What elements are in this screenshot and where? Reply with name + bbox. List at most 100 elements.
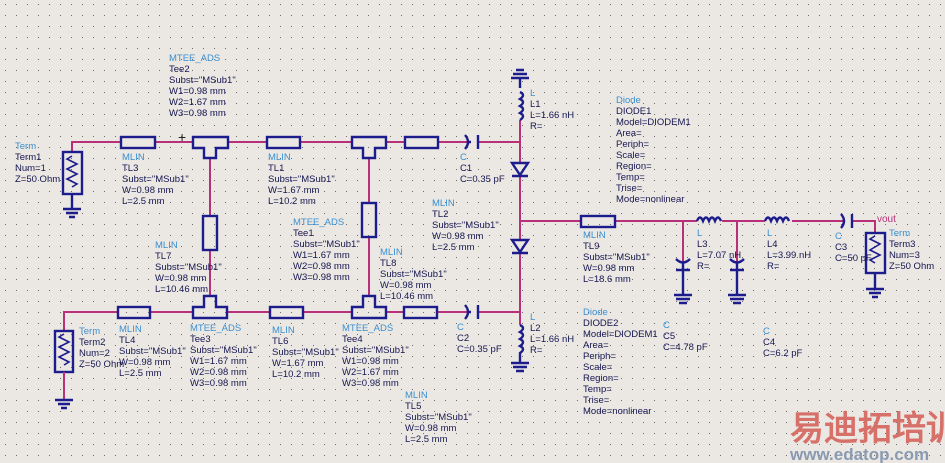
component-param: Num=1 (15, 163, 46, 174)
component-param: W1=0.98 mm (342, 356, 399, 367)
component-type: MLIN (583, 230, 606, 241)
inductor-l2[interactable] (517, 323, 525, 362)
mlin-tl3[interactable] (119, 135, 157, 150)
component-param: L=3.99 nH (767, 250, 811, 261)
capacitor-c4[interactable] (729, 258, 745, 295)
component-param: Tee3 (190, 334, 211, 345)
diode-diode2[interactable] (509, 238, 531, 255)
component-param: Trise= (616, 183, 643, 194)
term3[interactable] (864, 231, 887, 288)
component-param: Mode=nonlinear (616, 194, 684, 205)
component-param: Subst="MSub1" (405, 412, 472, 423)
component-type: Term (79, 326, 100, 337)
term2[interactable] (53, 329, 75, 400)
ground-icon (511, 361, 529, 373)
component-type: C (763, 326, 770, 337)
capacitor-c5[interactable] (675, 258, 691, 295)
component-type: C (663, 320, 670, 331)
term1[interactable] (61, 150, 84, 208)
component-param: L=2.5 mm (405, 434, 448, 445)
component-type: C (835, 231, 842, 242)
mtee-tee4[interactable] (350, 294, 388, 320)
component-param: Subst="MSub1" (293, 239, 360, 250)
net-label-vout: vout (877, 214, 896, 225)
component-param: W=0.98 mm (155, 273, 207, 284)
component-param: Periph= (583, 351, 616, 362)
inductor-l4[interactable] (763, 216, 791, 225)
grid-dots (5, 4, 941, 456)
mtee-tee1[interactable] (350, 135, 388, 160)
component-param: Subst="MSub1" (380, 269, 447, 280)
component-param: TL5 (405, 401, 421, 412)
mlin-tl7[interactable] (201, 214, 219, 252)
mlin-tl1[interactable] (265, 135, 302, 150)
mlin-tl8[interactable] (360, 201, 378, 239)
component-type: C (457, 322, 464, 333)
component-param: Subst="MSub1" (119, 346, 186, 357)
component-param: Subst="MSub1" (155, 262, 222, 273)
component-type: MLIN (380, 247, 403, 258)
component-type: MLIN (122, 152, 145, 163)
component-param: Region= (616, 161, 652, 172)
component-type: MTEE_ADS (169, 53, 220, 64)
component-param: W=0.98 mm (380, 280, 432, 291)
component-param: Subst="MSub1" (122, 174, 189, 185)
inductor-l1[interactable] (517, 90, 525, 121)
component-param: C=6.2 pF (763, 348, 803, 359)
capacitor-c1[interactable] (464, 134, 480, 150)
mlin-tl4[interactable] (116, 305, 152, 320)
mlin-tl2[interactable] (403, 135, 440, 150)
mlin-tl5[interactable] (402, 305, 439, 320)
cursor-crosshair: + (178, 129, 186, 145)
component-param: W=0.98 mm (405, 423, 457, 434)
component-param: Tee1 (293, 228, 314, 239)
watermark-url: www.edatop.com (789, 445, 929, 463)
component-param: Subst="MSub1" (432, 220, 499, 231)
diode-diode1[interactable] (509, 161, 531, 178)
component-param: Scale= (583, 362, 613, 373)
inductor-l3[interactable] (695, 216, 723, 225)
component-type: Diode (583, 307, 608, 318)
capacitor-c2[interactable] (464, 304, 480, 320)
ground-icon (674, 293, 692, 305)
capacitor-c3[interactable] (840, 213, 854, 229)
mlin-tl9[interactable] (579, 214, 617, 229)
component-param: Num=2 (79, 348, 110, 359)
mtee-tee3[interactable] (191, 294, 229, 320)
component-param: W3=0.98 mm (169, 108, 226, 119)
watermark-chinese: 易迪拓培训 (790, 410, 945, 448)
component-param: W3=0.98 mm (293, 272, 350, 283)
mlin-tl6[interactable] (268, 305, 305, 320)
component-type: Term (15, 141, 36, 152)
component-param: Subst="MSub1" (583, 252, 650, 263)
component-param: TL3 (122, 163, 138, 174)
component-param: L=18.6 mm (583, 274, 631, 285)
component-param: Subst="MSub1" (190, 345, 257, 356)
component-type: MLIN (432, 198, 455, 209)
component-param: L=10.46 mm (155, 284, 208, 295)
component-param: Temp= (616, 172, 645, 183)
ground-icon (63, 207, 81, 219)
component-param: R= (530, 345, 543, 356)
mtee-tee2[interactable] (191, 135, 230, 160)
component-param: R= (767, 261, 780, 272)
component-param: L3 (697, 239, 708, 250)
component-param: W=0.98 mm (119, 357, 171, 368)
component-param: W2=1.67 mm (169, 97, 226, 108)
component-param: L1 (530, 99, 541, 110)
